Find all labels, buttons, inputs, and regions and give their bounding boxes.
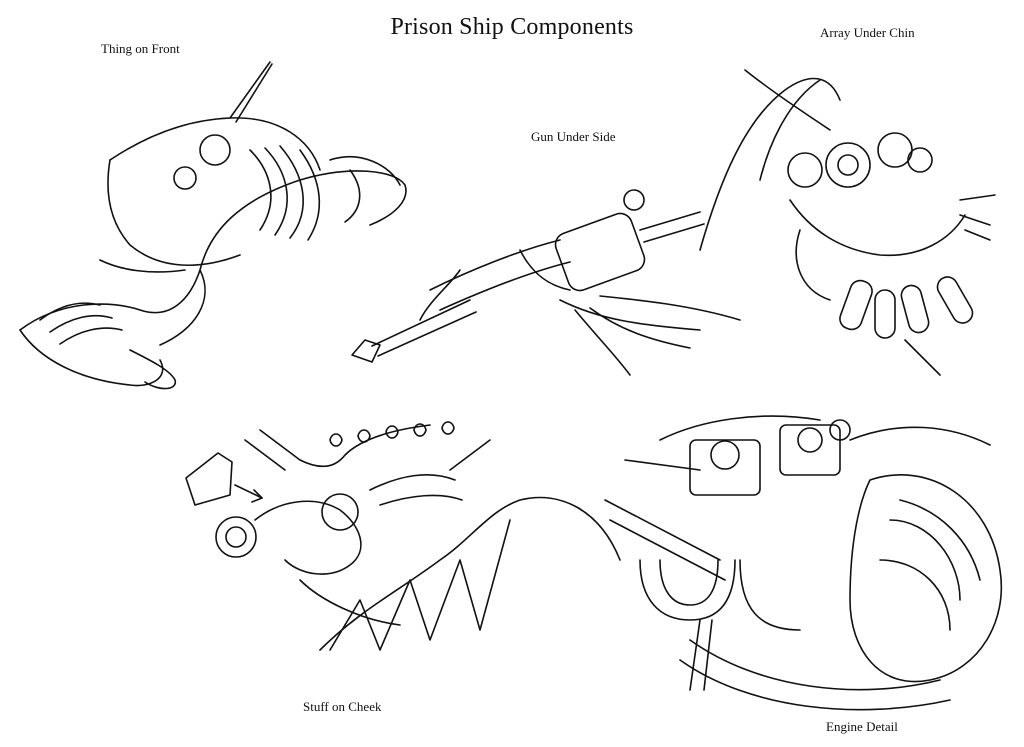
gun-under-side-illustration (352, 190, 740, 375)
stuff-on-cheek-illustration (186, 422, 620, 650)
label-array-under-chin: Array Under Chin (820, 25, 915, 40)
engine-detail-illustration (605, 416, 1001, 710)
array-under-chin-illustration (700, 70, 995, 375)
label-engine-detail: Engine Detail (826, 719, 898, 734)
label-gun-under-side: Gun Under Side (531, 129, 616, 144)
label-stuff-on-cheek: Stuff on Cheek (303, 699, 382, 714)
thing-on-front-illustration (20, 62, 406, 389)
sheet-title: Prison Ship Components (390, 14, 634, 40)
label-thing-on-front: Thing on Front (101, 41, 180, 56)
